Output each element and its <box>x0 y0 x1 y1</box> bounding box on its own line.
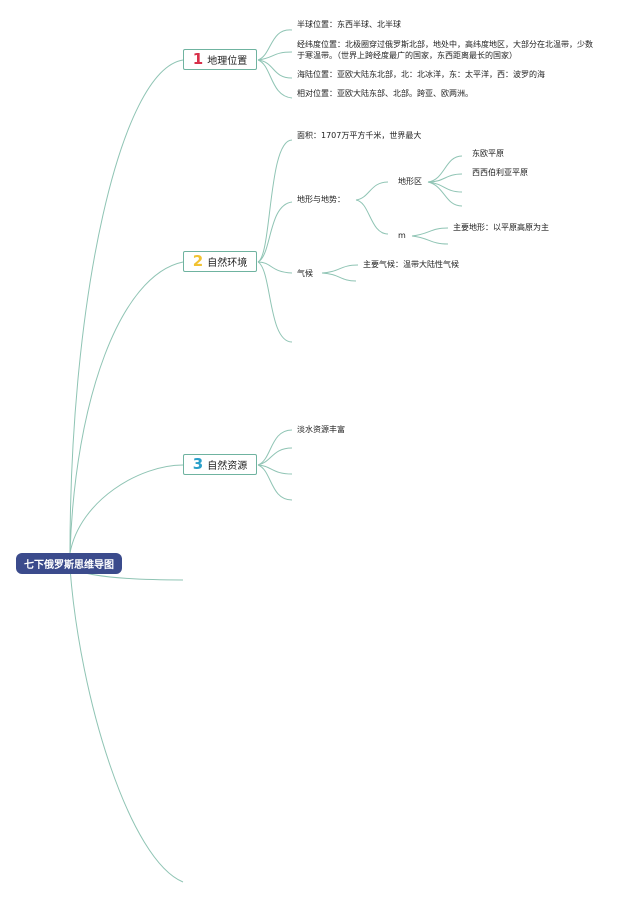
number-icon-3: 3 <box>192 455 204 473</box>
connector-climate-empty <box>321 272 357 282</box>
connector-b2-terrain <box>257 201 293 263</box>
leaf-sea-land: 海陆位置：亚欧大陆东北部，北：北冰洋，东：太平洋，西：波罗的海 <box>297 70 545 79</box>
branch-node-natural-resources[interactable]: 3 自然资源 <box>183 454 257 475</box>
leaf-terrain-region: 地形区 <box>398 177 422 186</box>
leaf-freshwater: 淡水资源丰富 <box>297 425 345 434</box>
number-icon-2: 2 <box>192 252 204 270</box>
leaf-hemisphere: 半球位置：东西半球、北半球 <box>297 20 401 29</box>
branch-label: 自然资源 <box>207 461 248 472</box>
leaf-east-european-plain: 东欧平原 <box>472 149 504 158</box>
root-node[interactable]: 七下俄罗斯思维导图 <box>16 553 122 574</box>
connector-m-main <box>411 227 449 237</box>
leaf-terrain: 地形与地势： <box>297 195 345 204</box>
connector-b2-extra <box>257 261 293 343</box>
connector-b1-c4 <box>257 59 293 99</box>
leaf-m: m <box>398 231 406 240</box>
connector-b1-c3 <box>257 59 293 79</box>
connector-b3-c4 <box>257 464 293 501</box>
leaf-west-siberian-plain: 西西伯利亚平原 <box>472 168 528 177</box>
leaf-main-terrain: 主要地形：以平原高原为主 <box>453 223 549 232</box>
connector-m-empty <box>411 235 449 245</box>
connector-terrain-region <box>355 181 389 201</box>
connector-terrain-m <box>355 199 389 235</box>
connector-region-3 <box>427 181 463 193</box>
branch-node-geo-location[interactable]: 1 地理位置 <box>183 49 257 70</box>
branch-label: 自然环境 <box>207 258 248 269</box>
connector-region-4 <box>427 181 463 207</box>
connector-root-branch2 <box>69 261 184 554</box>
branch-label: 地理位置 <box>207 56 248 67</box>
leaf-area: 面积：1707万平方千米，世界最大 <box>297 131 422 140</box>
number-icon-1: 1 <box>192 50 204 68</box>
connector-region-1 <box>427 155 463 183</box>
connector-b3-c1 <box>257 429 293 466</box>
connector-b3-c3 <box>257 464 293 475</box>
connector-climate-main <box>321 264 359 274</box>
connector-root-branch3 <box>69 464 184 554</box>
connector-region-2 <box>427 173 463 183</box>
leaf-lat-long: 经纬度位置：北极圈穿过俄罗斯北部，地处中，高纬度地区，大部分在北温带，少数于寒温… <box>297 40 593 60</box>
connector-b3-c2 <box>257 447 293 466</box>
connector-b1-c2 <box>257 51 293 61</box>
connector-b1-c1 <box>257 29 293 61</box>
leaf-main-climate: 主要气候：温带大陆性气候 <box>363 260 459 269</box>
branch-node-natural-env[interactable]: 2 自然环境 <box>183 251 257 272</box>
leaf-climate: 气候 <box>297 269 313 278</box>
connector-root-branch5 <box>69 567 184 883</box>
leaf-relative: 相对位置：亚欧大陆东部、北部。跨亚、欧两洲。 <box>297 89 473 98</box>
connector-b2-area <box>257 139 293 263</box>
connector-root-branch1 <box>69 59 184 554</box>
connector-b2-climate <box>257 261 293 274</box>
